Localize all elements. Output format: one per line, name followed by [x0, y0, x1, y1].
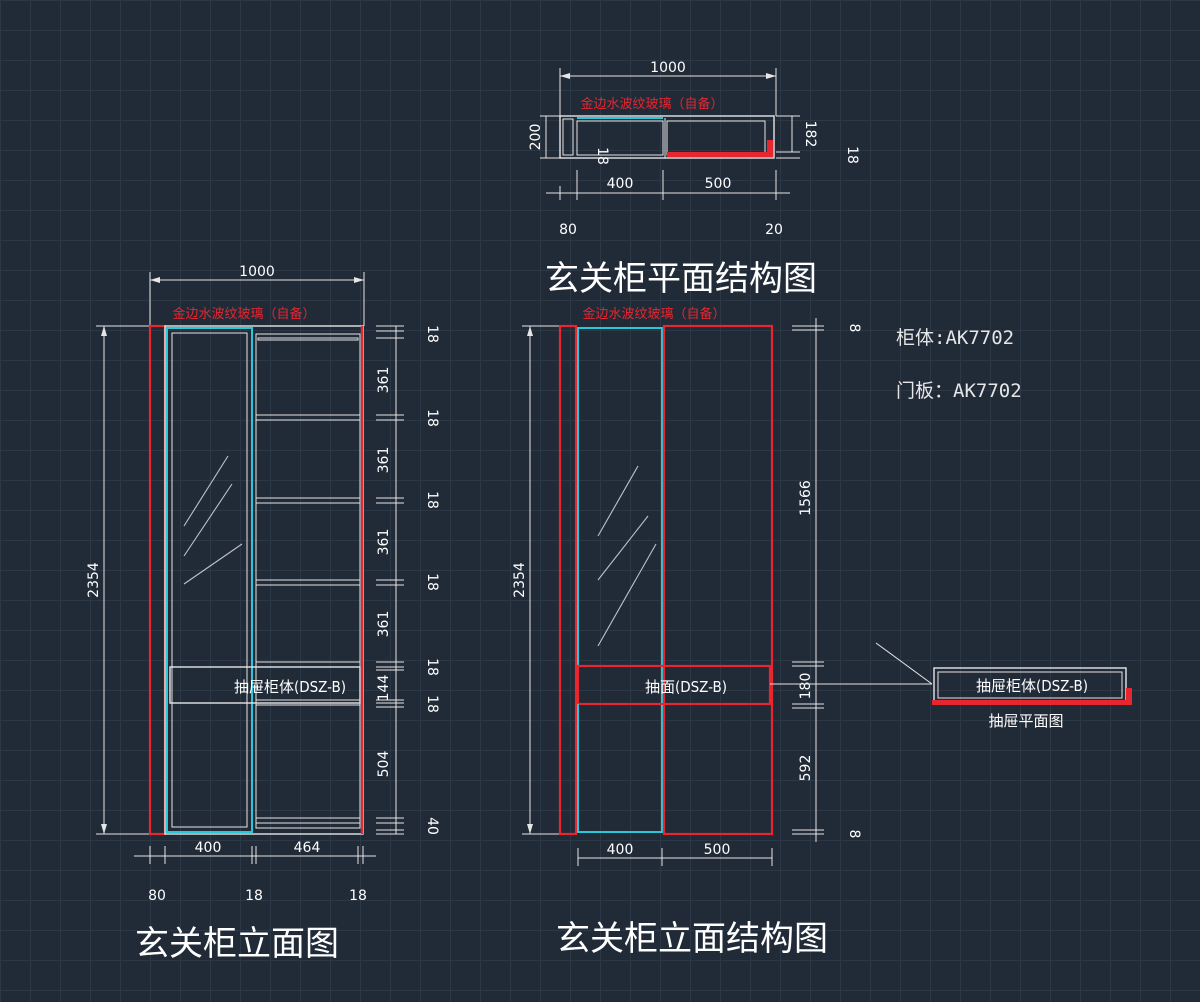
struct-drawer-dim: 180 — [798, 673, 814, 700]
elev-dim-shelf-4: 361 — [376, 611, 392, 638]
drawer-plan-caption: 抽屉平面图 — [988, 712, 1063, 730]
plan-seg-left: 400 — [607, 176, 634, 192]
plan-title: 玄关柜平面结构图 — [545, 259, 817, 299]
plan-bottom-dims: 400 500 80 20 — [546, 170, 790, 238]
material-body: 柜体:AK7702 — [896, 327, 1014, 349]
plan-edge-left: 80 — [559, 222, 577, 238]
struct-top-gap: 8 — [846, 324, 862, 333]
drawer-plan-front — [932, 700, 1132, 705]
drawer-plan-label: 抽屉柜体(DSZ-B) — [976, 677, 1088, 695]
plan-left-side — [562, 118, 574, 156]
elev-dim-shelf-3: 361 — [376, 529, 392, 556]
elev-glass-note: 金边水波纹玻璃（自备） — [172, 306, 315, 322]
elev-bottom-right: 464 — [294, 840, 321, 856]
material-door: 门板：AK7702 — [896, 380, 1022, 402]
struct-right-dims: 8 1566 180 592 8 — [792, 318, 862, 842]
elev-bottom-dims: 400 464 80 18 18 — [134, 840, 376, 904]
plan-right-depth: 182 — [802, 121, 818, 148]
elev-title: 玄关柜立面图 — [135, 924, 339, 964]
elev-height-label: 2354 — [86, 562, 102, 598]
elev-dim-shelf-1: 361 — [376, 367, 392, 394]
plan-inner-thk: 18 — [594, 147, 610, 165]
elev-bottom-left: 400 — [195, 840, 222, 856]
struct-title: 玄关柜立面结构图 — [556, 919, 828, 959]
material-info: 柜体:AK7702 门板：AK7702 — [896, 327, 1022, 402]
struct-bottom-right: 500 — [704, 842, 731, 858]
elev-dim-thk-1: 18 — [424, 409, 440, 427]
elev-dim-thk-4: 18 — [424, 658, 440, 676]
plan-seg-right: 500 — [705, 176, 732, 192]
elev-shelves — [255, 414, 361, 824]
elev-edge-right: 18 — [349, 888, 367, 904]
elev-edge-mid: 18 — [245, 888, 263, 904]
struct-bottom-left: 400 — [607, 842, 634, 858]
plan-cabinet-outline — [559, 115, 775, 159]
elev-dim-thk-3: 18 — [424, 573, 440, 591]
elev-right-dims: 18 361 18 361 18 361 18 361 18 144 18 50… — [376, 325, 440, 835]
elev-glass-door — [166, 327, 253, 833]
struct-drawer-label: 抽面(DSZ-B) — [645, 678, 727, 696]
struct-bottom-dims: 400 500 — [577, 842, 773, 866]
plan-right-thk: 18 — [844, 146, 860, 164]
plan-right-door — [667, 152, 772, 157]
struct-drawer-face — [576, 664, 772, 706]
elev-edge-left: 80 — [148, 888, 166, 904]
plan-edge-right: 20 — [765, 222, 783, 238]
struct-glass-door — [577, 327, 663, 833]
elev-dim-top-a: 18 — [424, 325, 440, 343]
plan-right-bay — [666, 120, 766, 156]
elev-dim-shelf-2: 361 — [376, 447, 392, 474]
elev-dim-drawer: 144 — [376, 675, 392, 702]
struct-glass-note: 金边水波纹玻璃（自备） — [582, 306, 725, 322]
drawer-plan: 抽屉柜体(DSZ-B) 抽屉平面图 — [770, 642, 1132, 730]
plan-width-dim: 1000 — [559, 60, 777, 116]
elev-dim-thk-5: 18 — [424, 695, 440, 713]
struct-height-label: 2354 — [512, 562, 528, 598]
plan-width-label: 1000 — [650, 60, 686, 76]
elev-left-filler — [148, 324, 167, 836]
struct-bottom-gap: 8 — [846, 830, 862, 839]
elev-dim-bottom: 40 — [424, 817, 440, 835]
elevation-view: 1000 金边水波纹玻璃（自备） 2354 抽屉柜体(DSZ-B) — [86, 264, 440, 964]
glass-reflection — [183, 455, 229, 527]
drawer-leader — [875, 642, 933, 685]
plan-glass-note: 金边水波纹玻璃（自备） — [580, 96, 723, 112]
elev-dim-thk-2: 18 — [424, 491, 440, 509]
struct-upper-dim: 1566 — [798, 480, 814, 516]
structure-view: 金边水波纹玻璃（自备） 2354 抽面(DSZ-B) 8 1566 — [512, 306, 862, 959]
elev-drawer-label: 抽屉柜体(DSZ-B) — [234, 678, 346, 696]
struct-right-door — [662, 324, 774, 836]
elev-open-shelves — [255, 333, 361, 829]
plan-left-depth: 200 — [528, 124, 544, 151]
plan-left-bay — [576, 120, 664, 156]
elev-drawer — [169, 666, 361, 704]
struct-left-filler — [558, 324, 578, 836]
elev-dim-lower: 504 — [376, 751, 392, 778]
struct-lower-dim: 592 — [798, 755, 814, 782]
plan-view: 1000 金边水波纹玻璃（自备） 18 200 182 18 — [528, 60, 860, 299]
elev-width-label: 1000 — [239, 264, 275, 280]
